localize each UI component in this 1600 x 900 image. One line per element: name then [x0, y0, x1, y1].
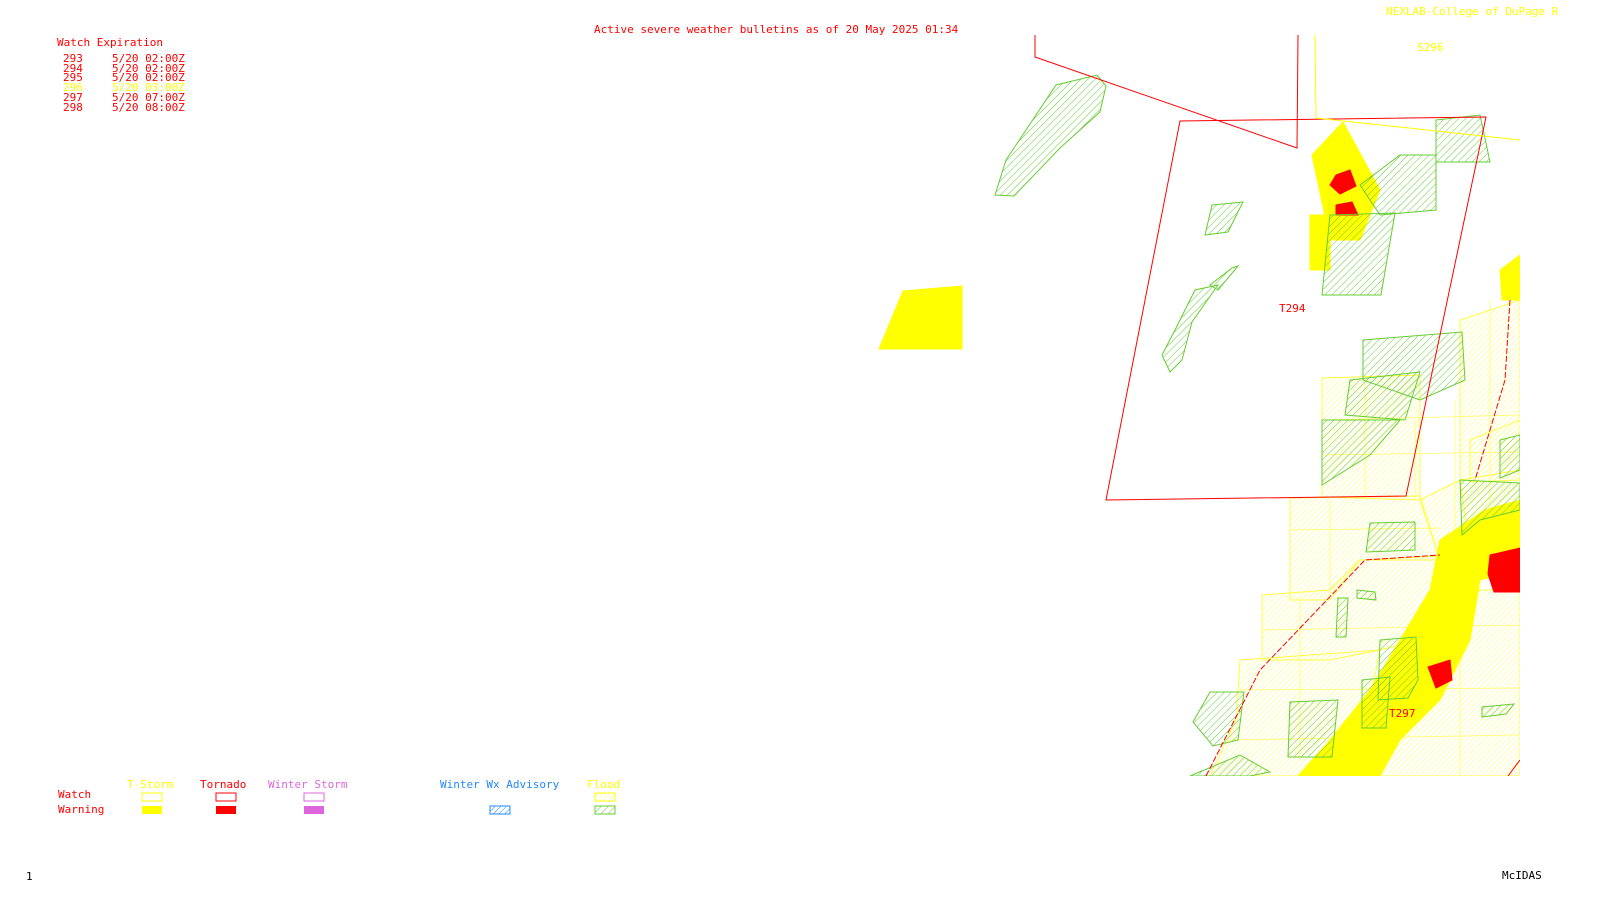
tstorm-watch-outline: [1314, 34, 1520, 141]
watch-number-293: 293: [63, 52, 83, 65]
legend-winter-warning-box: [304, 806, 324, 814]
watch-number-295: 295: [63, 71, 83, 85]
legend-tstorm-label: T-Storm: [127, 778, 174, 791]
legend-row-warning: Warning: [58, 803, 105, 816]
watch-expiration-297: 5/20 07:00Z: [112, 90, 185, 104]
legend-flood-label: Flood: [587, 778, 621, 791]
legend-winter-advisory-label: Winter Wx Advisory: [440, 778, 560, 791]
legend-flood-warning-box: [594, 805, 616, 815]
legend-flood-watch-box: [594, 792, 616, 802]
watch-number-297: 297: [63, 90, 83, 104]
watch-expiration-296: 5/20 03:00Z: [112, 81, 185, 95]
watch-list-heading: Watch Expiration: [57, 36, 163, 49]
tstorm-warnings: [878, 121, 1520, 776]
flood-warnings: [994, 74, 1520, 776]
legend-tornado-watch-box: [215, 792, 237, 802]
legend-tstorm-watch-box: [141, 792, 163, 802]
watch-expiration-295: 5/20 02:00Z: [112, 71, 185, 85]
legend-tstorm-warning-box: [142, 806, 162, 814]
mcidas-brand: McIDAS: [1502, 869, 1542, 882]
watch-number-294: 294: [63, 61, 83, 75]
bulletin-title: Active severe weather bulletins as of 20…: [594, 23, 959, 36]
legend-advisory-box: [489, 805, 511, 815]
watch-number-298: 298: [63, 100, 83, 114]
watch-expiration-294: 5/20 02:00Z: [112, 61, 185, 75]
credit-label: NEXLAB-College of DuPage R: [1386, 5, 1559, 18]
watch-label-t294: T294: [1279, 302, 1306, 315]
watch-label-s296: S296: [1417, 41, 1444, 54]
legend-tornado-label: Tornado: [200, 778, 247, 791]
legend-winter-watch-box: [303, 792, 325, 802]
legend-winter-storm-label: Winter Storm: [268, 778, 348, 791]
frame-number: 1: [26, 870, 33, 883]
tornado-watch-outlines: [1034, 34, 1520, 776]
tornado-warnings: [1329, 169, 1520, 689]
watch-expiration-298: 5/20 08:00Z: [112, 100, 185, 114]
legend-symbols: [141, 792, 616, 815]
legend-row-watch: Watch: [58, 788, 92, 801]
watch-label-t297: T297: [1389, 707, 1416, 720]
watch-number-296: 296: [63, 81, 83, 95]
watch-expiration-293: 5/20 02:00Z: [112, 52, 185, 65]
legend-tornado-warning-box: [216, 806, 236, 814]
